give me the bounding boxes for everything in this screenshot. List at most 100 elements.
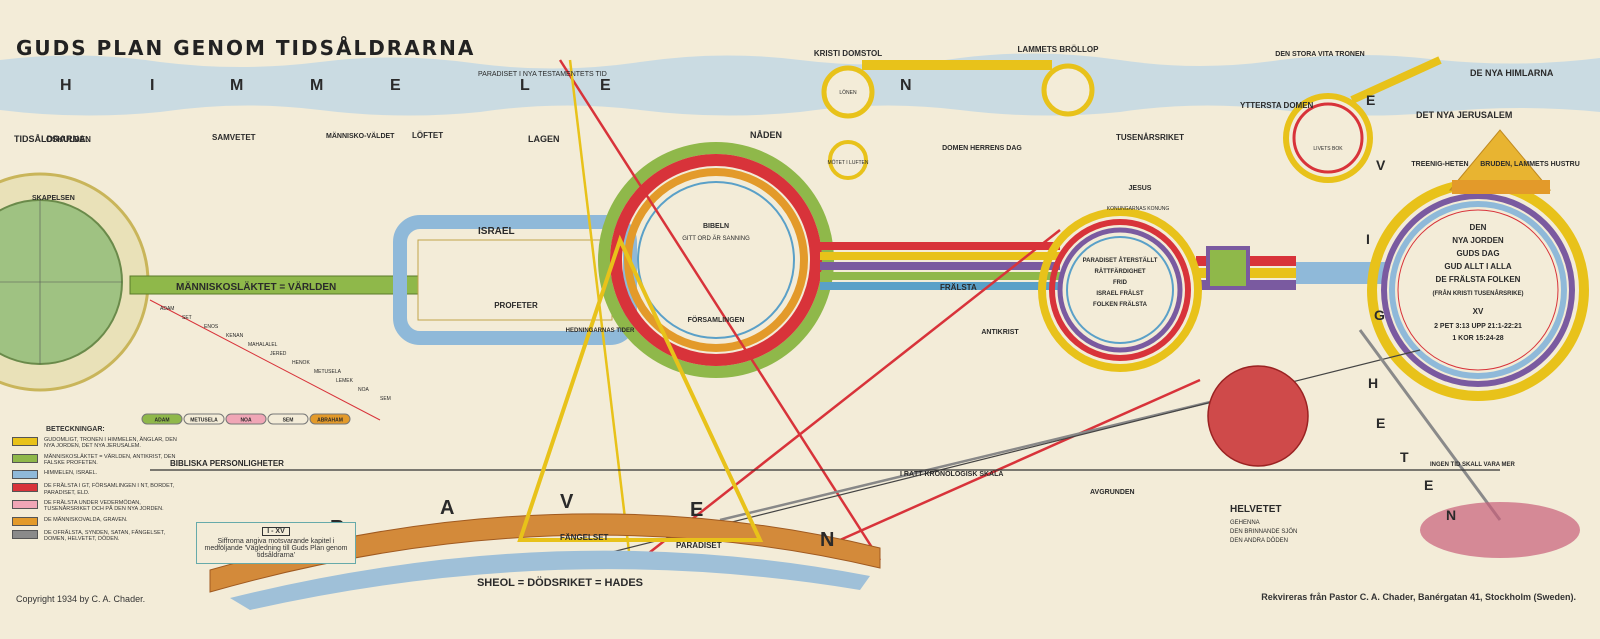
age-manniskovaldet: MÄNNISKO-VÄLDET [326, 132, 395, 140]
legend-text: DE FRÄLSTA I GT, FÖRSAMLINGEN I NT, BORD… [44, 483, 175, 496]
israel-box [393, 215, 637, 345]
millennium-line: ISRAEL FRÄLST [1096, 290, 1144, 297]
lammets-brollop: LAMMETS BRÖLLOP [1018, 45, 1100, 54]
livets-bok: LIVETS BOK [1313, 146, 1343, 152]
eternity-letter: V [1376, 157, 1386, 173]
millennium-line: FOLKEN FRÄLSTA [1093, 301, 1148, 308]
legend-item: DE OFRÄLSTA, SYNDEN, SATAN, FÄNGELSET, D… [12, 529, 182, 543]
fangelset: FÄNGELSET [560, 533, 609, 542]
triangle-frame [517, 234, 764, 542]
new-earth-line: GUDS DAG [1456, 249, 1499, 258]
ancestor-name: SEM [380, 396, 391, 402]
lonen: LÖNEN [839, 89, 857, 96]
helvetet: HELVETET [1230, 504, 1281, 515]
sky-letter: N [900, 77, 912, 94]
millennium-circle [1038, 208, 1202, 372]
legend-swatch [12, 499, 38, 509]
ingen-tid: INGEN TID SKALL VARA MER [1430, 462, 1516, 468]
legend-item: DE FRÄLSTA UNDER VEDERMÖDAN, TUSENÅRSRIK… [12, 499, 182, 513]
ancestor-bars [149, 299, 381, 421]
ancestor-name: MAHALALEL [248, 342, 278, 348]
motet-i-luften: MÖTET I LUFTEN [827, 159, 868, 166]
sheol: SHEOL = DÖDSRIKET = HADES [477, 576, 643, 589]
patriarch-label: NOA [240, 418, 252, 424]
tusenarsriket: TUSENÅRSRIKET [1116, 133, 1184, 142]
age-oskulden: OSKULDEN [46, 135, 91, 144]
treenigheten: TREENIG-HETEN [1411, 161, 1468, 168]
israel-label: ISRAEL [478, 226, 515, 237]
new-earth-ref: 1 KOR 15:24-28 [1452, 335, 1503, 342]
ancestor-name: ADAM [160, 306, 174, 312]
sky-letter: M [310, 77, 323, 94]
eternity-letter: E [1424, 477, 1433, 493]
helvetet-line: GEHENNA [1230, 520, 1260, 526]
ancestor-name: JERED [270, 351, 287, 357]
legend-text: GUDOMLIGT, TRONEN I HIMMELEN, ÄNGLAR, DE… [44, 437, 177, 450]
helvetet-line: DEN BRINNANDE SJÖN [1230, 528, 1297, 535]
eternity-letter: E [1366, 92, 1375, 108]
copyright: Copyright 1934 by C. A. Chader. [16, 594, 146, 604]
patriarch-pill [225, 413, 267, 425]
patriarch-label: ADAM [155, 418, 170, 424]
legend-swatch [12, 483, 38, 493]
legend-item: GUDOMLIGT, TRONEN I HIMMELEN, ÄNGLAR, DE… [12, 437, 182, 450]
new-earth-line: DE FRÄLSTA FOLKEN [1436, 275, 1521, 284]
age-loftet: LÖFTET [412, 131, 443, 140]
ancestor-name: HENOK [292, 360, 310, 366]
ages-bands [820, 242, 1296, 290]
legend-text: DE OFRÄLSTA, SYNDEN, SATAN, FÄNGELSET, D… [44, 529, 166, 542]
ancestor-name: METUSELA [314, 369, 342, 375]
chapter-note-roman: I - XV [262, 527, 290, 536]
creation-earth-circle [0, 172, 150, 392]
legend-heading: BETECKNINGAR: [46, 426, 105, 433]
grave-letter: E [690, 499, 703, 521]
nya-jerusalem: DET NYA JERUSALEM [1416, 110, 1512, 120]
fralsta: FRÄLSTA [940, 283, 977, 292]
age-lagen: LAGEN [528, 134, 560, 144]
legend-swatch [12, 529, 38, 539]
sky-letter: M [230, 77, 243, 94]
chapter-note: I - XV Siffrorna angiva motsvarande kapi… [196, 522, 356, 564]
grave-arc [209, 513, 881, 610]
patriarch-pill [183, 413, 225, 425]
age-naden: NÅDEN [750, 130, 782, 140]
legend-swatch [12, 470, 38, 480]
gitt-ord: GITT ORD ÄR SANNING [682, 235, 750, 242]
konungarnas-konung: KONUNGARNAS KONUNG [1107, 206, 1170, 212]
sky-letter: E [390, 77, 401, 94]
chapter-note-text: Siffrorna angiva motsvarande kapitel i m… [204, 538, 348, 559]
new-earth-line: NYA JORDEN [1452, 236, 1504, 245]
patriarch-label: METUSELA [190, 418, 218, 424]
patriarch-pill [267, 413, 309, 425]
ancestor-name: SET [182, 315, 192, 321]
legend-item: HIMMELEN, ISRAEL. [12, 470, 182, 480]
millennium-line: PARADISET ÅTERSTÄLLT [1083, 257, 1158, 264]
ancestor-name: ENOS [204, 324, 219, 330]
paradiset-nt: PARADISET I NYA TESTAMENTETS TID [478, 71, 607, 78]
legend-swatch [12, 453, 38, 463]
ratt-skala: I RÄTT KRONOLOGISK SKALA [900, 470, 1003, 478]
millennium-line: RÄTTFÄRDIGHET [1095, 268, 1146, 275]
new-earth-line: DEN [1470, 223, 1487, 232]
patriarch-label: ABRAHAM [317, 418, 343, 424]
sky-letter: H [60, 77, 72, 94]
age-samvetet: SAMVETET [212, 133, 256, 142]
hell-globe [1207, 365, 1580, 558]
hedningarnas-tider: HEDNINGARNAS TIDER [566, 328, 635, 334]
skapelsen: SKAPELSEN [32, 195, 75, 202]
grave-letter: A [440, 497, 454, 519]
manniskoslaktet: MÄNNISKOSLÄKTET = VÄRLDEN [176, 280, 336, 293]
millennium-line: FRID [1113, 280, 1128, 286]
patriarch-pill [309, 413, 351, 425]
bruden: BRUDEN, LAMMETS HUSTRU [1480, 161, 1580, 168]
legend-text: DE FRÄLSTA UNDER VEDERMÖDAN, TUSENÅRSRIK… [44, 499, 164, 513]
page-title: GUDS PLAN GENOM TIDSÅLDRARNA [16, 36, 476, 60]
antikrist: ANTIKRIST [981, 329, 1019, 336]
yttersta-domen: YTTERSTA DOMEN [1240, 101, 1314, 110]
domen-herrens-dag: DOMEN HERRENS DAG [942, 145, 1022, 152]
eternity-letter: G [1374, 307, 1385, 323]
new-earth-ref: 2 PET 3:13 UPP 21:1-22:21 [1434, 323, 1522, 330]
legend: BETECKNINGAR: GUDOMLIGT, TRONEN I HIMMEL… [12, 426, 182, 546]
bibliska-personligheter: BIBLISKA PERSONLIGHETER [170, 459, 284, 468]
